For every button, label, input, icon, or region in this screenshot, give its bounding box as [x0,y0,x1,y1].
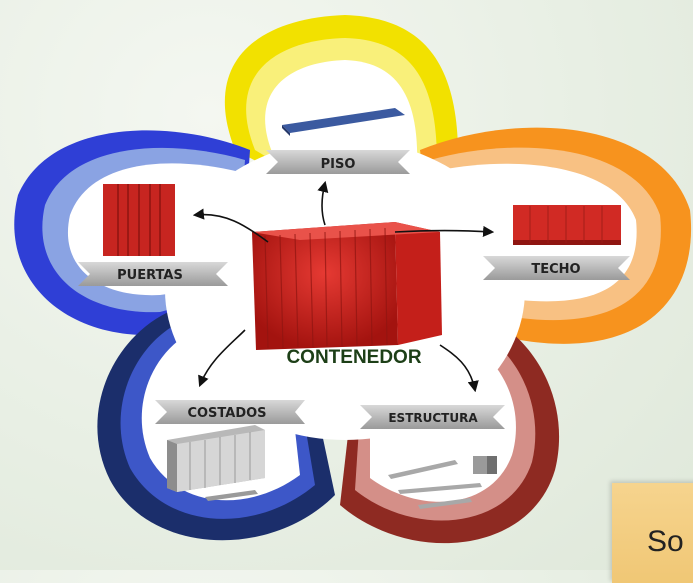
label-banner-costados [155,400,305,424]
diagram-canvas: CONTENEDOR PISO TECHO PU [14,15,692,544]
sides-image [167,425,265,501]
label-banner-estructura [360,405,505,429]
node-techo: TECHO [483,205,630,280]
label-estructura: ESTRUCTURA [388,411,478,425]
floor-image [282,108,405,133]
arrow-to-techo [394,225,495,238]
node-costados: COSTADOS [155,400,305,501]
node-puertas: PUERTAS [78,184,228,286]
structure-parts-image [388,456,497,509]
label-piso: PISO [321,157,356,172]
node-piso: PISO [266,108,410,174]
arrow-to-piso [317,180,329,226]
roof-image [513,205,621,243]
center-container-image [252,222,442,350]
arrow-to-costados [198,329,246,388]
arrows [192,180,495,393]
label-banner-piso [266,150,410,174]
label-costados: COSTADOS [187,406,266,421]
label-banner-techo [483,256,630,280]
node-estructura: ESTRUCTURA [360,405,505,509]
arrow-to-estructura [439,344,479,393]
label-banner-puertas [78,262,228,286]
corner-slide-box: So [612,483,693,583]
arrow-to-puertas [192,208,269,243]
corner-text: So [647,525,684,558]
label-techo: TECHO [531,262,580,277]
label-puertas: PUERTAS [117,268,183,283]
center-label: CONTENEDOR [286,347,421,368]
